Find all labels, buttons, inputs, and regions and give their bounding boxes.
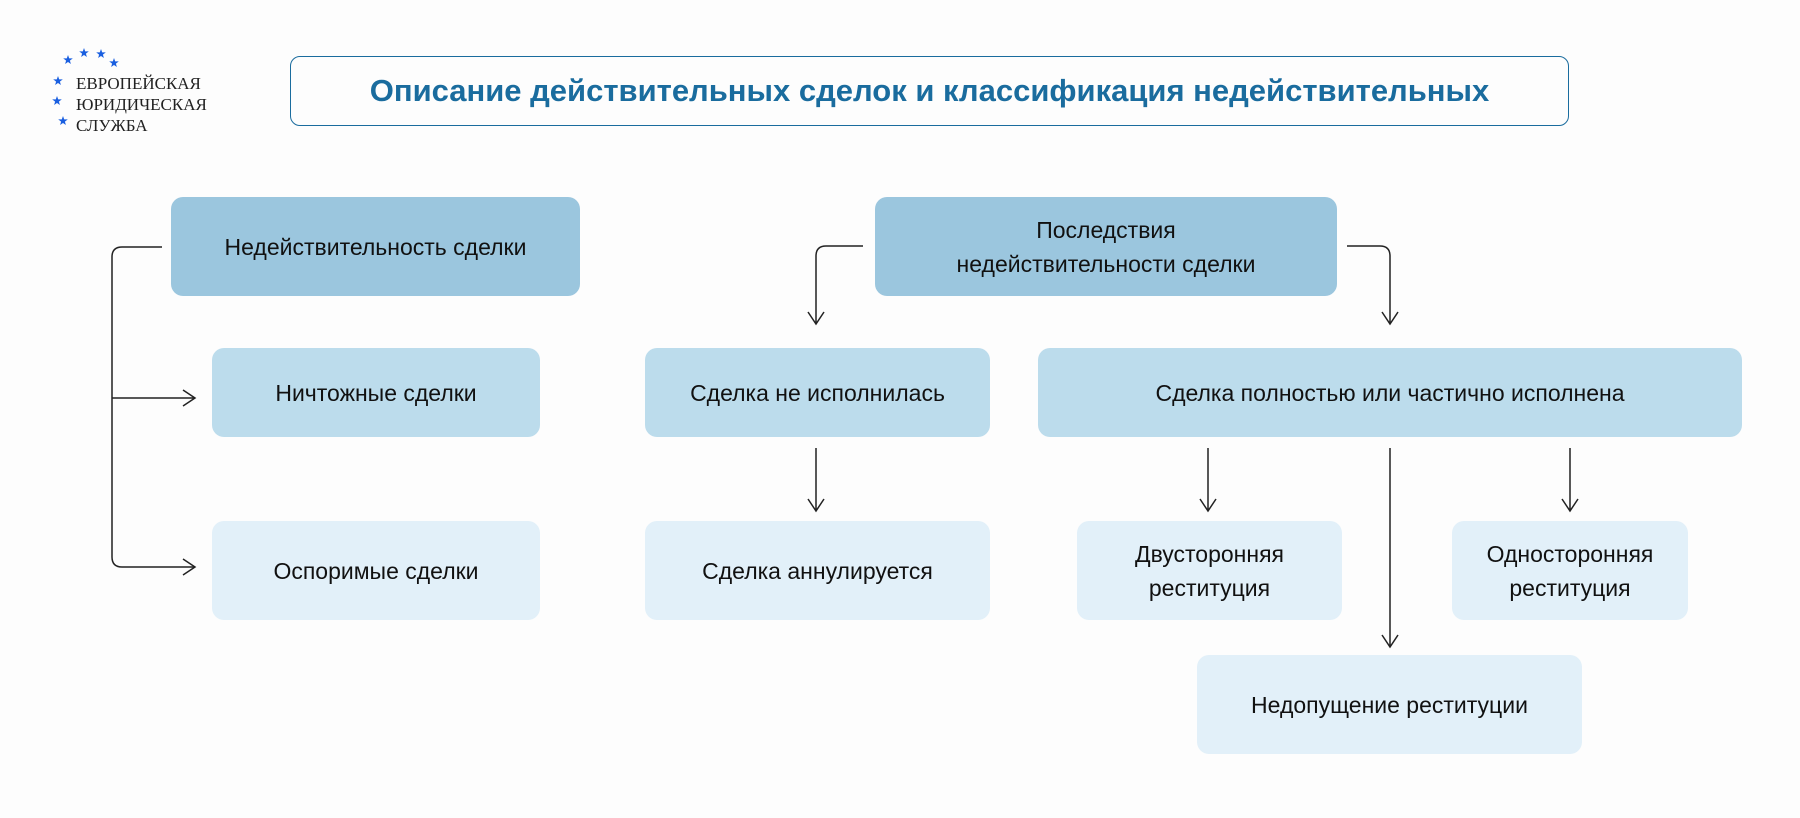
arrow-icon <box>1561 448 1579 513</box>
page-title: Описание действительных сделок и классиф… <box>290 56 1569 126</box>
arrow-icon <box>807 245 863 326</box>
logo-line: ЮРИДИЧЕСКАЯ <box>76 95 207 114</box>
logo-line: СЛУЖБА <box>76 116 148 135</box>
node-voidable: Оспоримые сделки <box>212 521 540 620</box>
node-annulled: Сделка аннулируется <box>645 521 990 620</box>
arrow-icon <box>1347 245 1399 326</box>
node-void: Ничтожные сделки <box>212 348 540 437</box>
logo: ЕВРОПЕЙСКАЯ ЮРИДИЧЕСКАЯ СЛУЖБА <box>50 48 225 140</box>
arrow-icon <box>1199 448 1217 513</box>
node-executed: Сделка полностью или частично исполнена <box>1038 348 1742 437</box>
node-no-restitution: Недопущение реституции <box>1197 655 1582 754</box>
node-invalidity: Недействительность сделки <box>171 197 580 296</box>
bracket-line <box>111 246 195 568</box>
arrow-icon <box>1381 448 1399 649</box>
node-consequences: Последствия недействительности сделки <box>875 197 1337 296</box>
node-bilateral: Двусторонняя реституция <box>1077 521 1342 620</box>
node-not-executed: Сделка не исполнилась <box>645 348 990 437</box>
arrow-icon <box>807 448 825 513</box>
node-unilateral: Односторонняя реституция <box>1452 521 1688 620</box>
arrow-icon <box>112 389 197 576</box>
logo-line: ЕВРОПЕЙСКАЯ <box>76 74 201 93</box>
